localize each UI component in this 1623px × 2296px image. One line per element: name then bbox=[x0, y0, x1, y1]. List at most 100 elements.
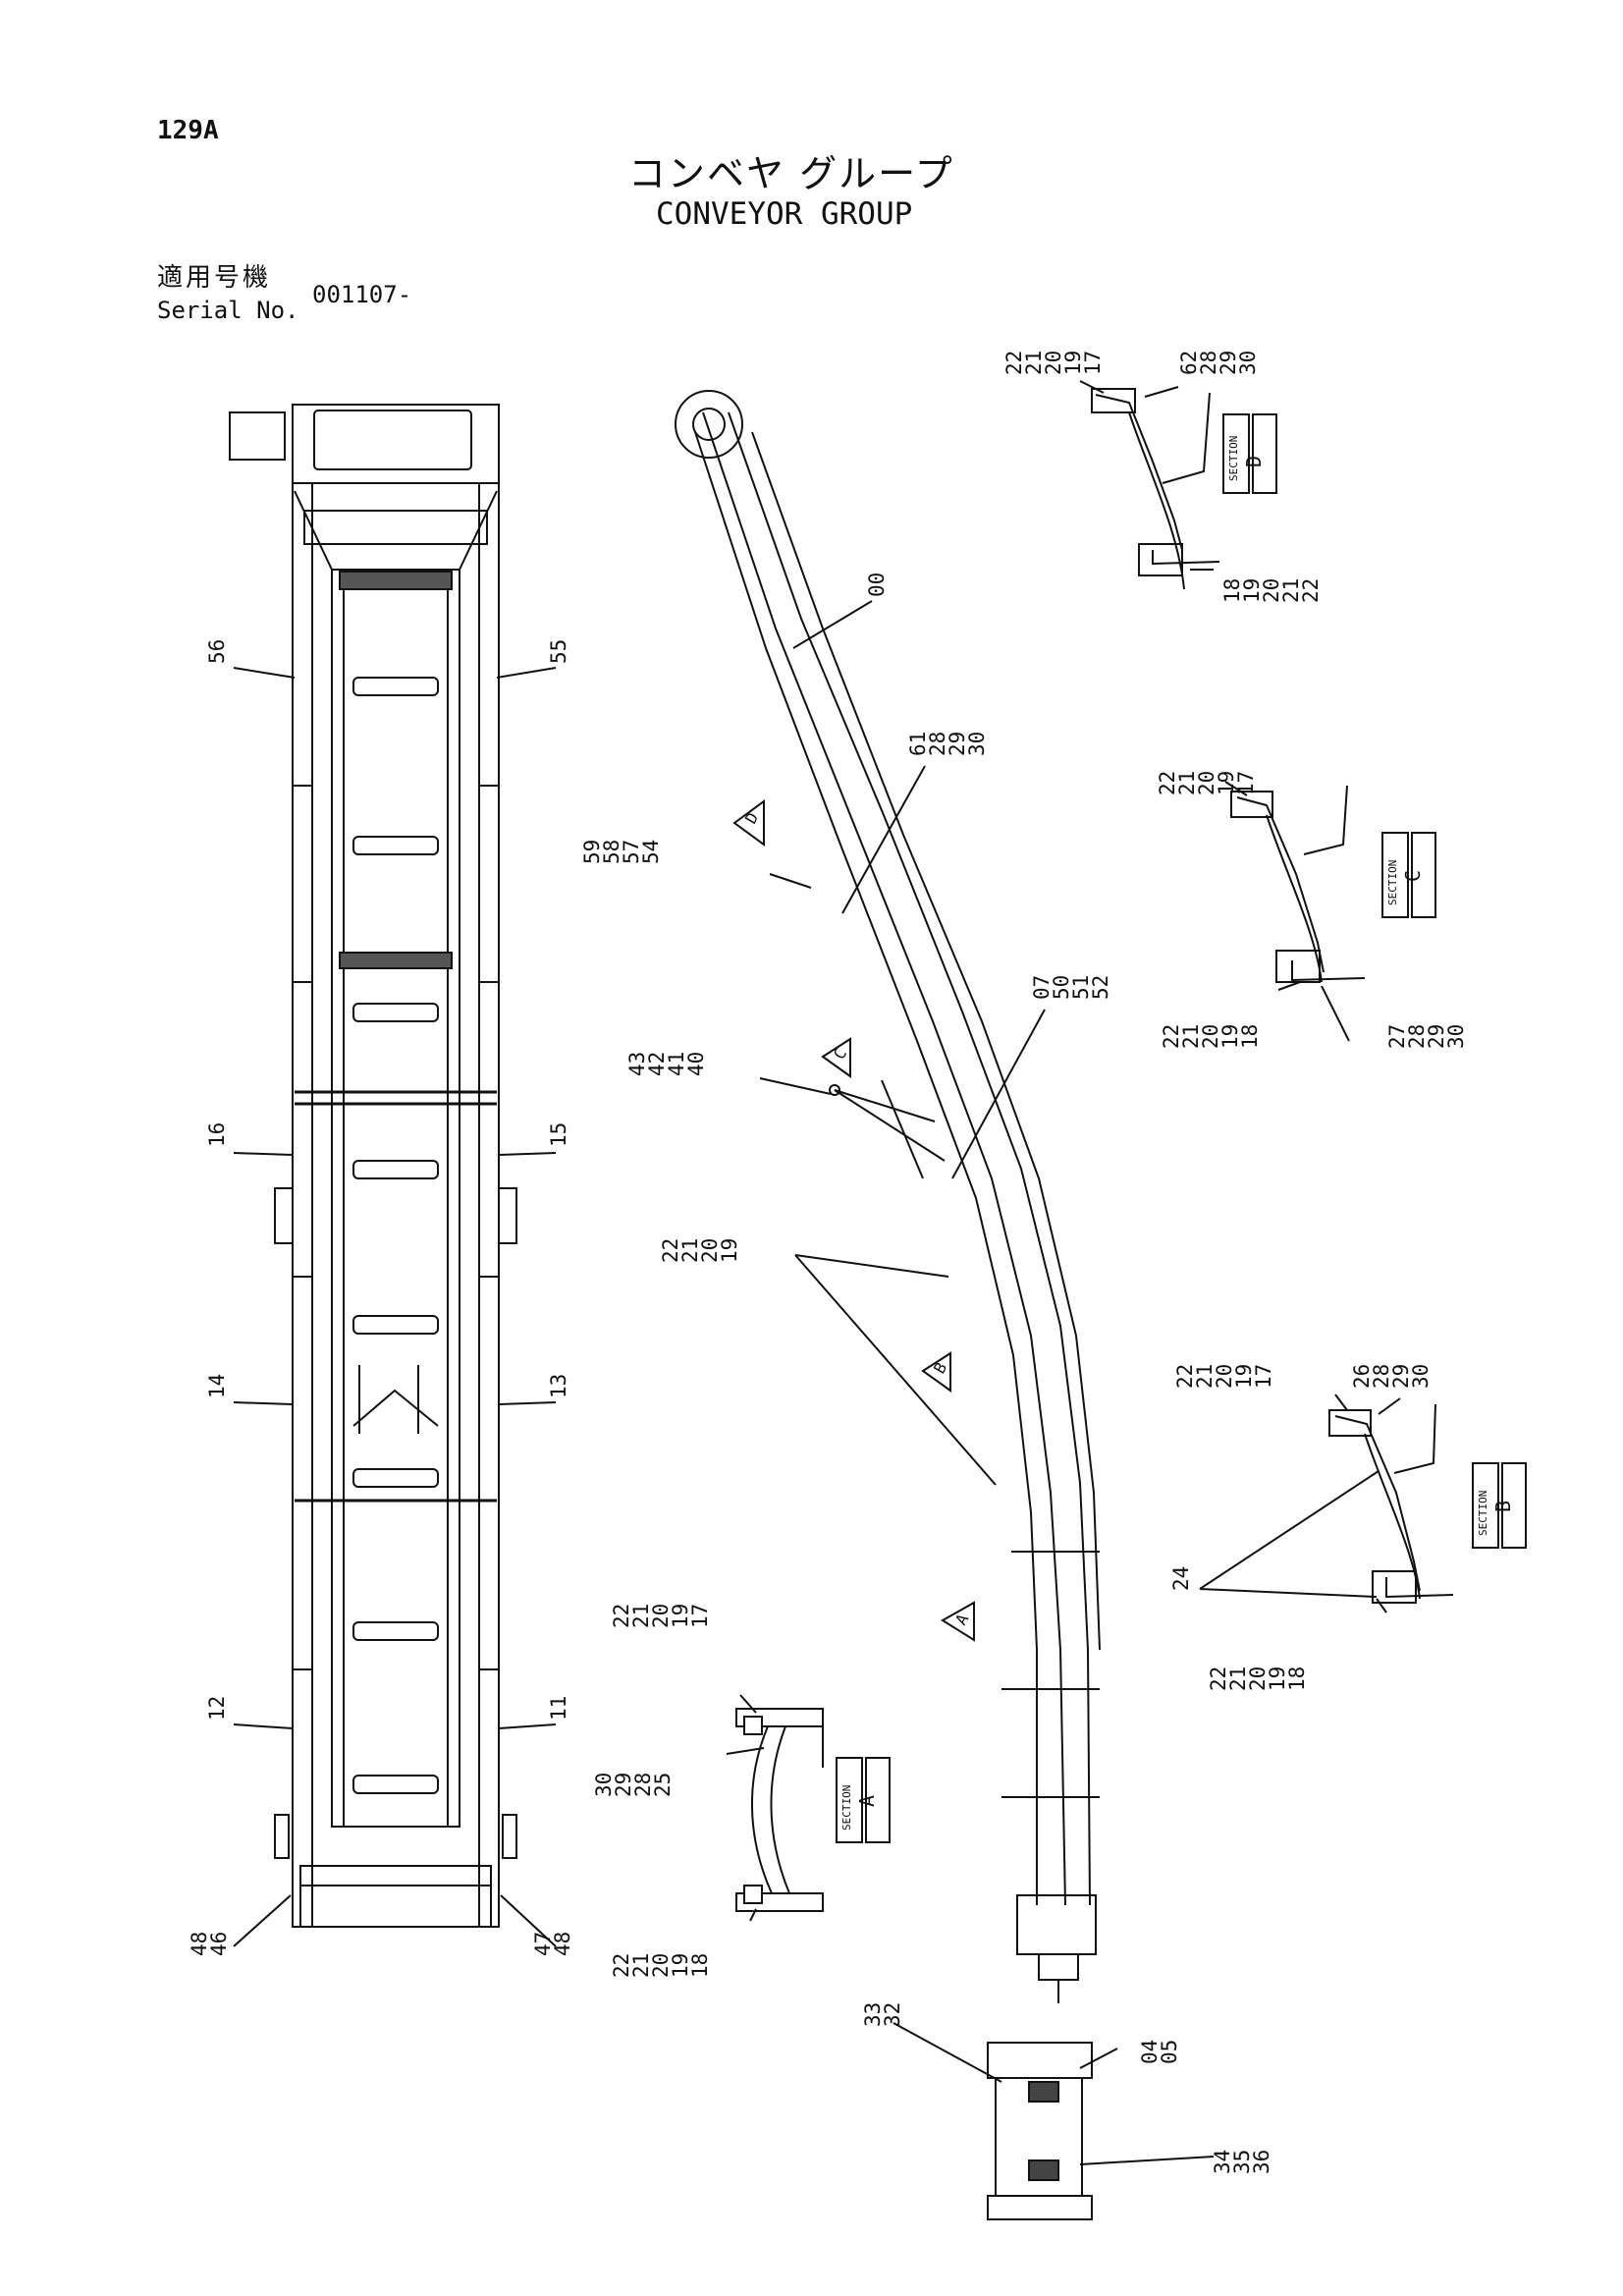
callout-hopper-34-0: 34 bbox=[1211, 2150, 1234, 2174]
callout-secA-bot-0: 22 bbox=[610, 1953, 633, 1978]
callout-hopper-33-1: 32 bbox=[881, 2002, 904, 2027]
callout-side-22-0: 22 bbox=[659, 1238, 682, 1263]
callout-secD-top-r-1: 28 bbox=[1197, 351, 1220, 375]
callout-secB-top-r-0: 26 bbox=[1350, 1364, 1374, 1389]
callout-secC-bot-l-4: 18 bbox=[1238, 1024, 1262, 1049]
callout-side-07-3: 52 bbox=[1089, 975, 1112, 1000]
callout-secB-bot-4: 18 bbox=[1285, 1667, 1309, 1691]
page-title-japanese: コンベヤ グループ bbox=[628, 152, 954, 195]
callout-secB-top-r-3: 30 bbox=[1409, 1364, 1433, 1389]
callout-side-61-0: 61 bbox=[906, 732, 930, 756]
callout-secD-top-r-2: 29 bbox=[1217, 351, 1240, 375]
callout-secC-bot-r-3: 30 bbox=[1444, 1024, 1468, 1049]
callout-side-07-0: 07 bbox=[1030, 975, 1054, 1000]
callout-plan-left-2: 14 bbox=[205, 1374, 229, 1398]
callout-side-07-2: 51 bbox=[1069, 975, 1093, 1000]
callout-secC-bot-r-2: 29 bbox=[1425, 1024, 1448, 1049]
section-c-tag bbox=[1381, 832, 1436, 918]
callout-plan-right-4: 47 bbox=[531, 1932, 555, 1956]
callout-side-22-2: 20 bbox=[698, 1238, 722, 1263]
view-arrow-b bbox=[921, 1351, 951, 1393]
callout-secA-bot-2: 20 bbox=[649, 1953, 673, 1978]
callout-secC-top-2: 20 bbox=[1195, 771, 1218, 795]
callout-secB-top-1: 21 bbox=[1193, 1364, 1217, 1389]
callout-secC-top-1: 21 bbox=[1175, 771, 1199, 795]
callout-plan-left-3: 12 bbox=[205, 1696, 229, 1721]
callout-secC-bot-l-2: 20 bbox=[1199, 1024, 1222, 1049]
callout-secD-bot-4: 22 bbox=[1299, 578, 1323, 603]
callout-secB-24: 24 bbox=[1169, 1566, 1193, 1591]
callout-secC-bot-r-1: 28 bbox=[1405, 1024, 1429, 1049]
conveyor-plan-view bbox=[229, 404, 517, 1928]
callout-secA-mid-3: 25 bbox=[651, 1773, 675, 1797]
serial-label-japanese: 適用号機 bbox=[157, 263, 272, 293]
page-title: CONVEYOR GROUP bbox=[656, 196, 913, 232]
callout-secB-bot-3: 19 bbox=[1266, 1667, 1289, 1691]
callout-secB-bot-1: 21 bbox=[1226, 1667, 1250, 1691]
view-arrow-d bbox=[732, 799, 765, 847]
callout-secA-bot-4: 18 bbox=[688, 1953, 712, 1978]
callout-secA-bot-3: 19 bbox=[669, 1953, 692, 1978]
section-a-tag bbox=[836, 1757, 891, 1843]
callout-plan-right-1: 15 bbox=[547, 1122, 570, 1147]
view-arrow-a bbox=[941, 1601, 975, 1642]
callout-secB-bot-2: 20 bbox=[1246, 1667, 1270, 1691]
view-arrow-c bbox=[821, 1037, 851, 1078]
callout-side-00: 00 bbox=[865, 573, 889, 597]
section-d-tag bbox=[1222, 413, 1277, 494]
hopper-view bbox=[987, 2042, 1093, 2220]
callout-hopper-34-1: 35 bbox=[1230, 2150, 1254, 2174]
callout-plan-left-1: 16 bbox=[205, 1122, 229, 1147]
callout-hopper-33-0: 33 bbox=[861, 2002, 885, 2027]
page-number: 129A bbox=[157, 116, 219, 145]
serial-number-value: 001107- bbox=[312, 281, 412, 308]
callout-secD-top-0: 22 bbox=[1002, 351, 1026, 375]
callout-secD-bot-2: 20 bbox=[1260, 578, 1283, 603]
callout-side-61-1: 28 bbox=[926, 732, 949, 756]
section-c-view bbox=[1230, 785, 1366, 983]
section-d-view bbox=[1091, 388, 1220, 590]
callout-side-07-1: 50 bbox=[1050, 975, 1073, 1000]
callout-secA-mid-1: 29 bbox=[612, 1773, 635, 1797]
callout-plan-right-5: 48 bbox=[551, 1932, 574, 1956]
serial-label: Serial No. bbox=[157, 297, 299, 324]
callout-secB-top-2: 20 bbox=[1213, 1364, 1236, 1389]
callout-secC-bot-r-0: 27 bbox=[1385, 1024, 1409, 1049]
section-c-letter: C bbox=[1401, 870, 1425, 882]
conveyor-side-view bbox=[675, 390, 1101, 2003]
section-a-letter: A bbox=[855, 1795, 879, 1807]
callout-hopper-34-2: 36 bbox=[1250, 2150, 1273, 2174]
callout-secC-bot-l-1: 21 bbox=[1179, 1024, 1203, 1049]
section-d-caption: SECTION bbox=[1227, 436, 1240, 481]
callout-secA-top-2: 20 bbox=[649, 1604, 673, 1628]
callout-plan-right-3: 11 bbox=[547, 1696, 570, 1721]
section-a-view bbox=[735, 1708, 824, 1912]
section-b-view bbox=[1328, 1403, 1454, 1604]
callout-secB-top-r-2: 29 bbox=[1389, 1364, 1413, 1389]
callout-secA-mid-2: 28 bbox=[631, 1773, 655, 1797]
callout-plan-right-0: 55 bbox=[547, 639, 570, 664]
callout-side-22-3: 19 bbox=[718, 1238, 741, 1263]
section-b-letter: B bbox=[1491, 1501, 1515, 1512]
callout-secD-bot-1: 19 bbox=[1240, 578, 1264, 603]
callout-secC-bot-l-3: 19 bbox=[1218, 1024, 1242, 1049]
section-a-caption: SECTION bbox=[840, 1785, 853, 1831]
callout-side-43-1: 42 bbox=[645, 1052, 669, 1076]
callout-plan-left-5: 46 bbox=[207, 1932, 231, 1956]
callout-side-59-2: 57 bbox=[620, 840, 643, 864]
callout-side-22-1: 21 bbox=[678, 1238, 702, 1263]
callout-secA-top-4: 17 bbox=[688, 1604, 712, 1628]
callout-side-61-2: 29 bbox=[946, 732, 969, 756]
callout-secD-top-4: 17 bbox=[1081, 351, 1105, 375]
callout-secC-top-3: 19 bbox=[1215, 771, 1238, 795]
callout-side-43-3: 40 bbox=[684, 1052, 708, 1076]
callout-secD-top-2: 20 bbox=[1042, 351, 1065, 375]
callout-secC-top-4: 17 bbox=[1234, 771, 1258, 795]
callout-side-59-0: 59 bbox=[580, 840, 604, 864]
section-b-caption: SECTION bbox=[1477, 1491, 1489, 1536]
callout-secC-top-0: 22 bbox=[1156, 771, 1179, 795]
callout-side-59-1: 58 bbox=[600, 840, 623, 864]
callout-secD-bot-3: 21 bbox=[1279, 578, 1303, 603]
callout-secC-bot-l-0: 22 bbox=[1160, 1024, 1183, 1049]
